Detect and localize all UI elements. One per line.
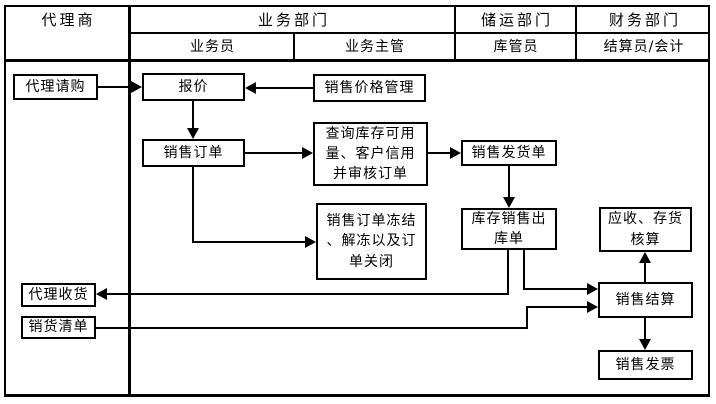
connector-settlement-to-invoice: [644, 318, 646, 340]
lane-divider-business-storage: [454, 5, 456, 61]
connector-outbound-to-settlement-horizontal: [523, 288, 588, 290]
connector-agent-request-to-quote: [98, 86, 132, 88]
flow-node-agent-receipt: 代理收货: [21, 283, 96, 307]
connector-quote-to-sales-order: [192, 101, 194, 129]
lane-header-business-dept: 业务部门: [257, 11, 330, 29]
arrowhead-down-icon: [187, 128, 199, 139]
connector-outbound-to-agent-receipt-vertical: [507, 250, 509, 295]
flow-node-delivery-note: 销售发货单: [461, 140, 557, 166]
header-row-divider: [128, 32, 710, 34]
flow-node-quote: 报价: [142, 73, 245, 101]
lane-subheader-salesperson: 业务员: [190, 39, 235, 55]
lane-header-finance-dept: 财务部门: [608, 11, 681, 29]
connector-outbound-to-settlement-vertical: [523, 250, 525, 290]
flow-node-settlement: 销售结算: [598, 282, 693, 318]
lane-divider-agent: [128, 5, 131, 397]
arrowhead-left-icon: [96, 288, 107, 300]
connector-sales-order-to-check-stock: [245, 152, 303, 154]
diagram-border: [4, 5, 710, 397]
connector-outbound-to-agent-receipt-horizontal: [106, 293, 509, 295]
lane-subheader-supervisor: 业务主管: [345, 39, 405, 55]
arrowhead-right-icon: [305, 236, 316, 248]
connector-settlement-to-ar-inventory: [644, 261, 646, 282]
flow-node-outbound-order: 库存销售出 库单: [461, 208, 557, 250]
flow-node-invoice: 销售发票: [598, 350, 693, 380]
lane-divider-salesperson-supervisor: [293, 32, 295, 61]
arrowhead-right-icon: [302, 147, 313, 159]
connector-sales-list-to-settlement-vertical: [526, 306, 528, 329]
flow-node-sales-list: 销货清单: [21, 316, 96, 339]
flow-node-check-stock: 查询库存可用 量、客户信用 并审核订单: [313, 122, 428, 186]
lane-header-storage-dept: 储运部门: [480, 11, 553, 29]
lane-subheader-accountant: 结算员/会计: [603, 39, 685, 55]
arrowhead-down-icon: [503, 197, 515, 208]
flow-node-agent-request: 代理请购: [13, 74, 98, 100]
arrowhead-left-icon: [245, 82, 256, 94]
connector-sales-list-to-settlement-horizontal2: [526, 306, 588, 308]
lane-subheader-warehouse-keeper: 库管员: [493, 39, 539, 55]
flow-node-order-freeze: 销售订单冻结 、解冻以及订 单关闭: [316, 203, 427, 280]
connector-check-stock-to-delivery-note: [428, 152, 451, 154]
lane-header-agent: 代理商: [41, 11, 96, 29]
arrowhead-right-icon: [587, 301, 598, 313]
flow-node-sales-order: 销售订单: [142, 139, 245, 167]
lane-divider-storage-finance: [575, 5, 577, 61]
arrowhead-up-icon: [639, 252, 651, 263]
flow-node-ar-inventory: 应收、存货 核算: [599, 207, 692, 252]
connector-sales-list-to-settlement-horizontal1: [96, 327, 528, 329]
header-bottom-line: [4, 59, 710, 62]
arrowhead-right-icon: [587, 283, 598, 295]
connector-sales-order-to-order-freeze-vertical: [192, 167, 194, 243]
connector-delivery-note-to-outbound: [508, 166, 510, 197]
arrowhead-down-icon: [639, 339, 651, 350]
flow-node-price-mgmt: 销售价格管理: [313, 74, 426, 102]
arrowhead-right-icon: [131, 81, 142, 93]
connector-sales-order-to-order-freeze-horizontal: [192, 241, 306, 243]
arrowhead-right-icon: [450, 147, 461, 159]
connector-price-mgmt-to-quote: [256, 87, 313, 89]
